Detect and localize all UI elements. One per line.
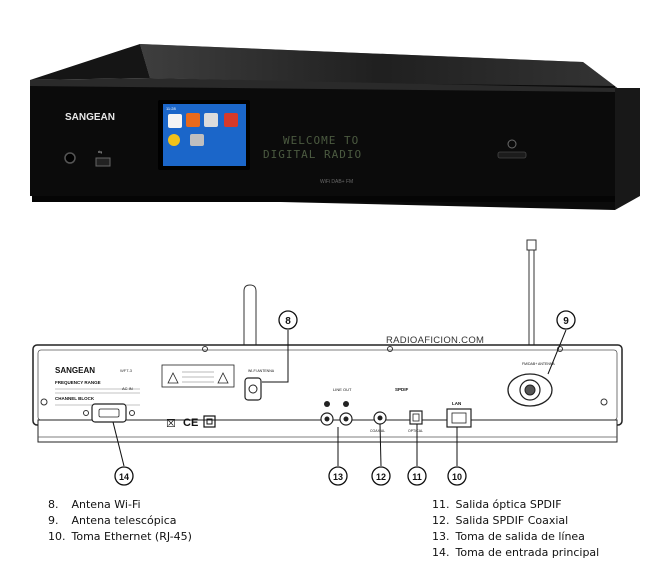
- legend-left: 8. Antena Wi-Fi 9. Antena telescópica 10…: [48, 497, 192, 545]
- callout-13: 13: [328, 466, 348, 486]
- wifi-antenna: [243, 284, 257, 359]
- ce-mark: CE: [183, 417, 198, 429]
- display-line-2: DIGITAL RADIO: [263, 148, 362, 161]
- ac-inlet[interactable]: [91, 403, 127, 423]
- svg-text:9: 9: [563, 316, 569, 327]
- fm-port-label: FM/DAB+ ANTENNA: [522, 362, 555, 366]
- front-status-text: WiFi DAB+ FM: [320, 179, 353, 185]
- rear-brand: SANGEAN: [55, 366, 95, 375]
- legend-text: Antena Wi-Fi: [71, 498, 141, 511]
- callout-14: 14: [114, 466, 134, 486]
- double-insulation-mark: [203, 415, 216, 428]
- ac-in-label: AC IN: [122, 386, 133, 391]
- optical-port[interactable]: [409, 410, 423, 425]
- svg-text:10: 10: [452, 472, 462, 482]
- weee-mark: ☒: [166, 418, 176, 430]
- freq-title: FREQUENCY RANGE: [55, 380, 101, 385]
- screen-time: 11:28: [166, 106, 176, 111]
- screen-media-icon: [186, 113, 200, 127]
- callout-leaders: [112, 329, 567, 467]
- usb-port[interactable]: [95, 157, 111, 167]
- legend-item: 8. Antena Wi-Fi: [48, 497, 192, 513]
- watermark: RADIOAFICION.COM: [386, 335, 484, 346]
- rear-model: WFT-3: [120, 368, 133, 373]
- legend-item: 12. Salida SPDIF Coaxial: [432, 513, 599, 529]
- wifi-port-label: WI-FI ANTENNA: [248, 369, 275, 373]
- legend-number: 13.: [432, 530, 450, 543]
- warning-icon: [217, 372, 229, 384]
- coaxial-label: COAXIAL: [370, 429, 385, 433]
- display-line-1: WELCOME TO: [283, 134, 359, 147]
- screen-info-icon: [204, 113, 218, 127]
- power-icon[interactable]: [507, 139, 517, 149]
- spdif-label: SPDIF: [395, 387, 409, 392]
- svg-text:13: 13: [333, 472, 343, 482]
- legend-text: Antena telescópica: [71, 514, 177, 527]
- front-brand: SANGEAN: [65, 112, 115, 123]
- screen-favorites-icon: [224, 113, 238, 127]
- legend-text: Toma de entrada principal: [455, 546, 600, 559]
- svg-text:8: 8: [285, 316, 291, 327]
- legend-number: 10.: [48, 530, 66, 543]
- callout-10: 10: [447, 466, 467, 486]
- warning-label: [161, 364, 235, 388]
- screen-alarm-icon: [168, 134, 180, 146]
- svg-text:14: 14: [119, 472, 129, 482]
- callout-11: 11: [407, 466, 427, 486]
- callout-12: 12: [371, 466, 391, 486]
- front-view: SANGEAN ⇆ 11:28 WELCOME TO DIGITAL RADIO…: [30, 44, 640, 210]
- callout-8: 8: [278, 310, 298, 330]
- legend-number: 9.: [48, 514, 59, 527]
- callout-circles: 8 9 10 11 12 13 14: [114, 310, 576, 486]
- legend-item: 10. Toma Ethernet (RJ-45): [48, 529, 192, 545]
- optical-label: OPTICAL: [408, 429, 423, 433]
- legend-text: Salida óptica SPDIF: [455, 498, 562, 511]
- svg-text:⇆: ⇆: [98, 150, 102, 156]
- legend-item: 11. Salida óptica SPDIF: [432, 497, 599, 513]
- legend-item: 13. Toma de salida de línea: [432, 529, 599, 545]
- warning-icon: [167, 372, 179, 384]
- line-out-label: LINE OUT: [333, 387, 352, 392]
- svg-text:11: 11: [412, 472, 422, 482]
- legend-text: Toma de salida de línea: [455, 530, 585, 543]
- legend-number: 14.: [432, 546, 450, 559]
- lan-label: LAN: [452, 401, 461, 406]
- callout-9: 9: [556, 310, 576, 330]
- wifi-antenna-connector[interactable]: [244, 377, 262, 401]
- legend-number: 8.: [48, 498, 59, 511]
- channel-title: CHANNEL BLOCK: [55, 396, 95, 401]
- legend-number: 11.: [432, 498, 450, 511]
- legend-item: 9. Antena telescópica: [48, 513, 192, 529]
- lan-port[interactable]: [446, 408, 472, 428]
- headphone-jack[interactable]: [64, 152, 76, 164]
- legend-item: 14. Toma de entrada principal: [432, 545, 599, 561]
- legend-text: Salida SPDIF Coaxial: [455, 514, 569, 527]
- legend-text: Toma Ethernet (RJ-45): [71, 530, 192, 543]
- legend-right: 11. Salida óptica SPDIF 12. Salida SPDIF…: [432, 497, 599, 561]
- power-button[interactable]: [497, 151, 527, 159]
- rear-view: SANGEAN WFT-3 FREQUENCY RANGE CHANNEL BL…: [32, 239, 623, 443]
- legend-number: 12.: [432, 514, 450, 527]
- screen-settings-icon: [190, 134, 204, 146]
- screen-fm-icon: [168, 114, 182, 128]
- svg-text:12: 12: [376, 472, 386, 482]
